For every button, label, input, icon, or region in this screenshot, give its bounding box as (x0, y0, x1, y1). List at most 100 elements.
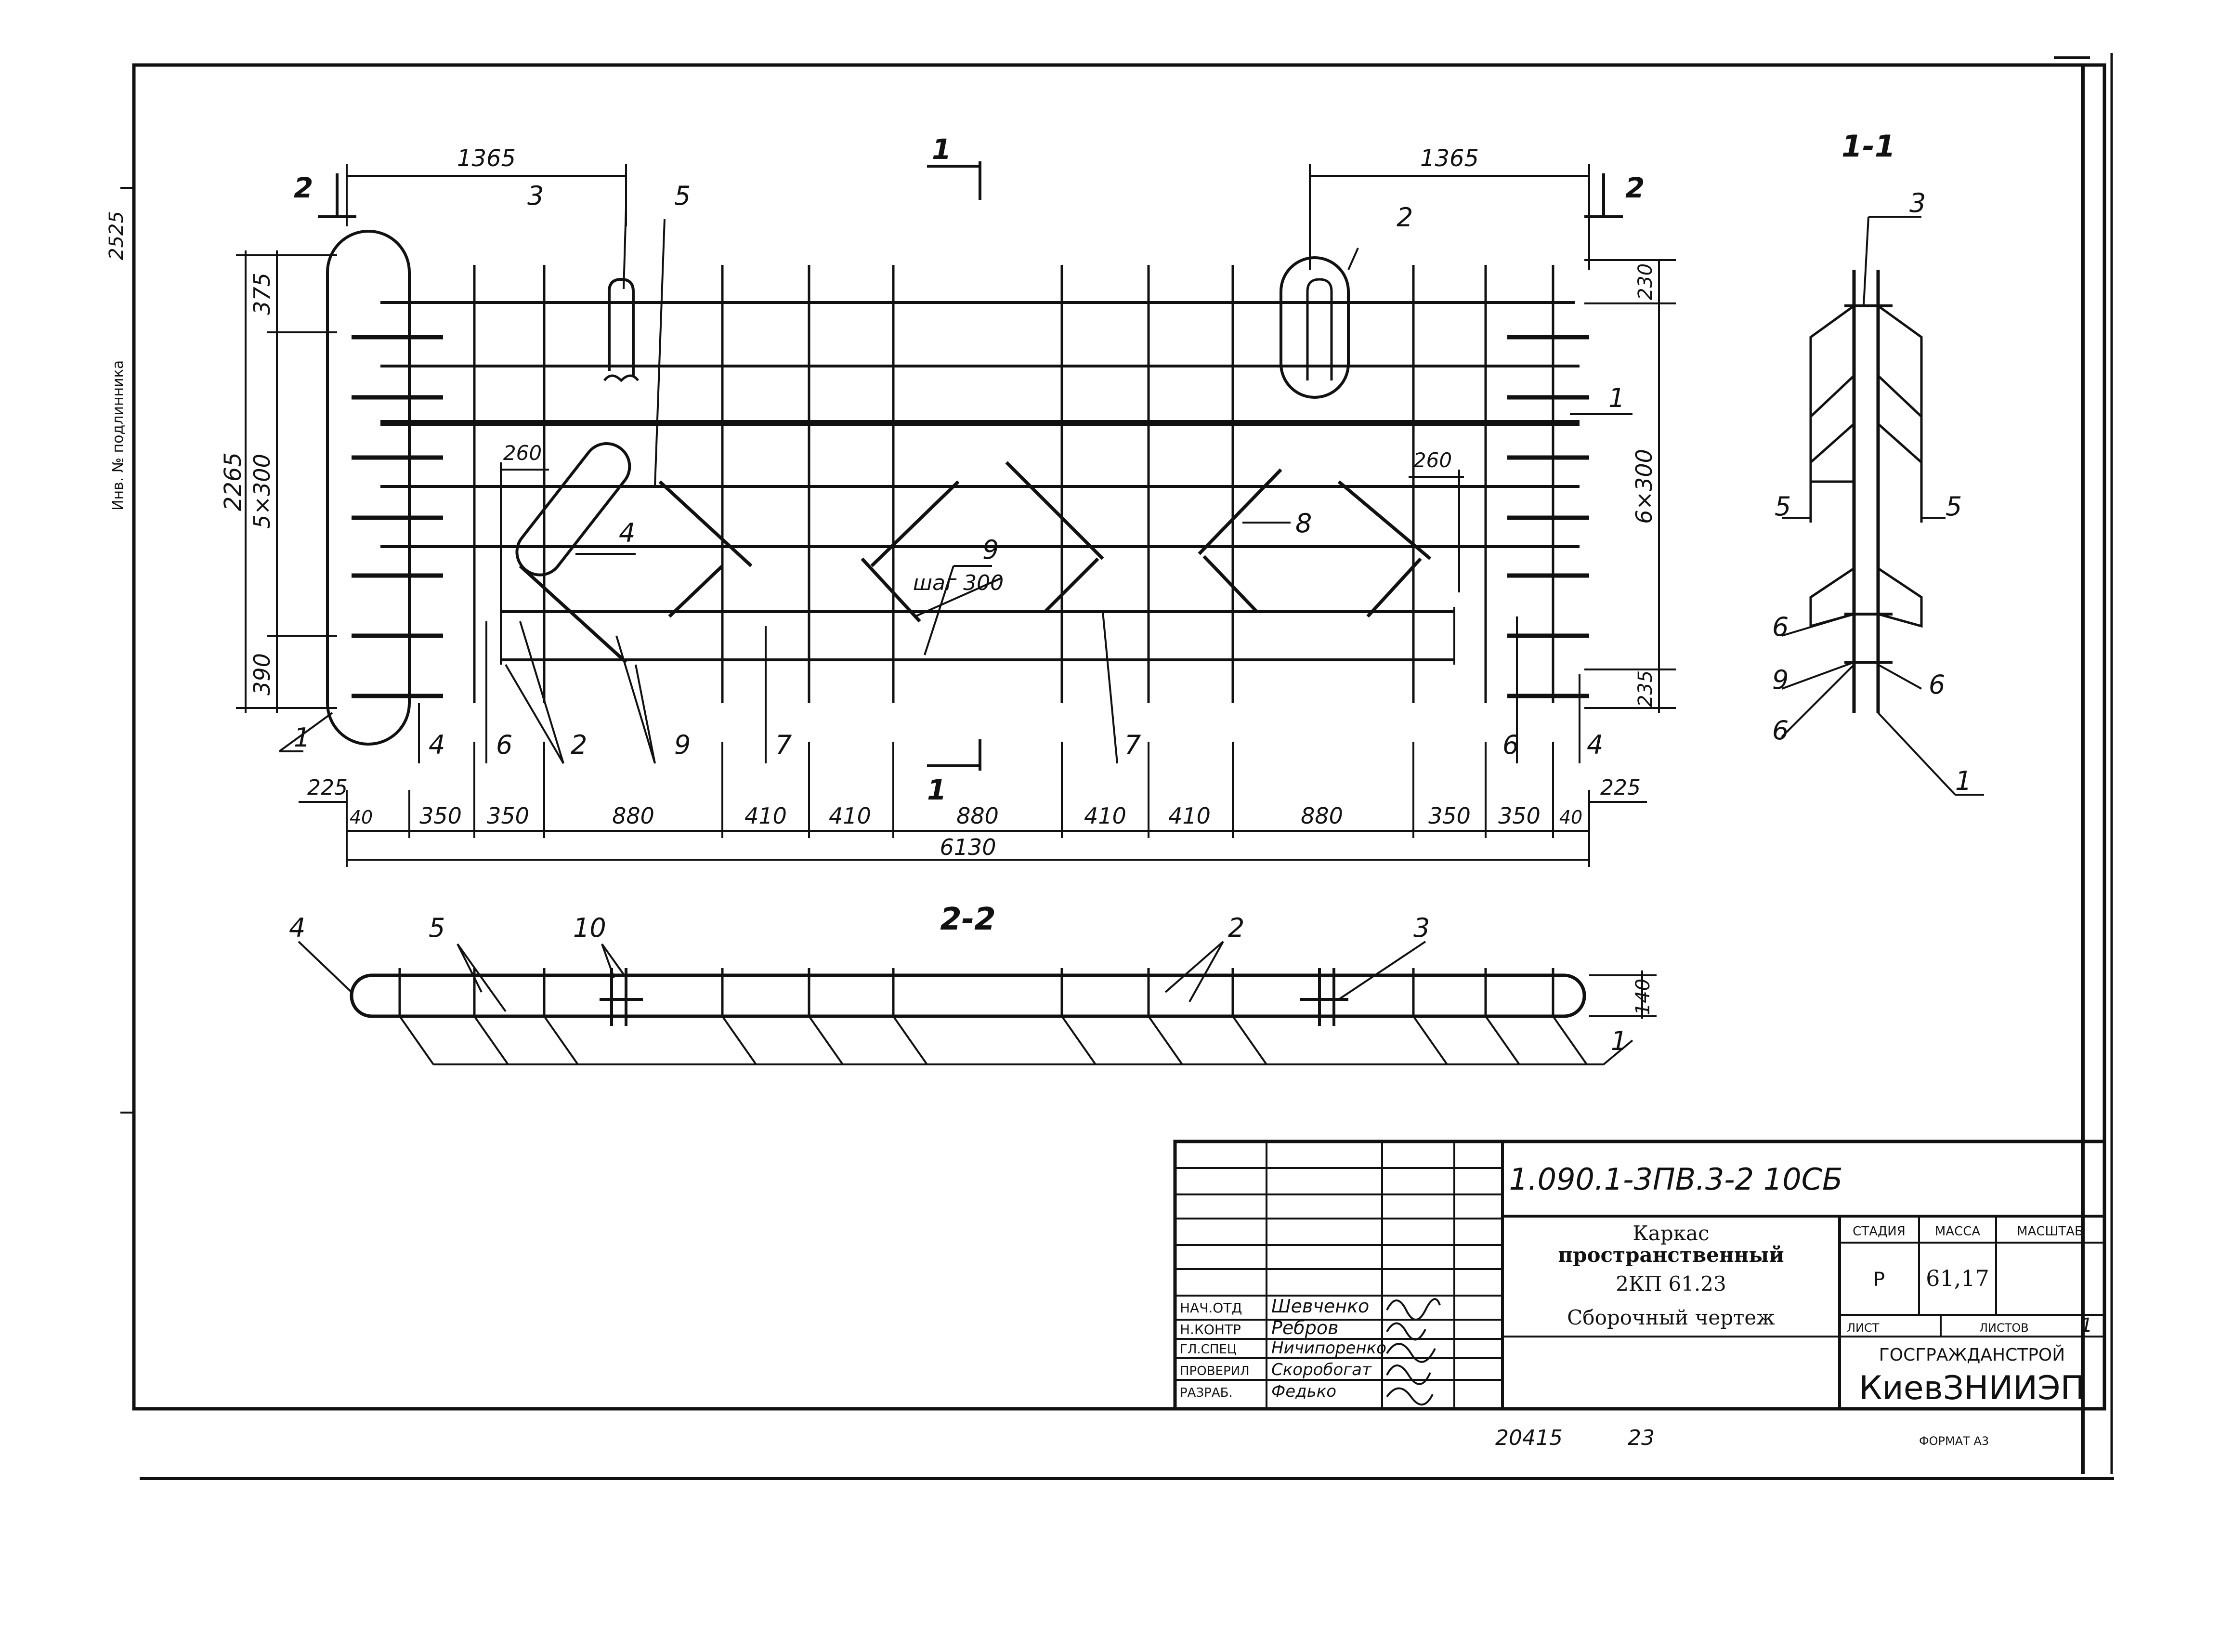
section-2-2-title: 2-2 (940, 902, 996, 937)
dim-225-left: 225 (307, 775, 348, 800)
section-2-left-label: 2 (294, 171, 313, 204)
s22-label-2: 2 (1228, 913, 1244, 943)
margin-number: 2525 (105, 211, 128, 260)
section-2-2-outline (350, 973, 1586, 1018)
title-block (1173, 1140, 2106, 1411)
s22-label-10: 10 (573, 913, 606, 943)
stage-header: СТАДИЯ (1853, 1224, 1906, 1239)
dim-bottom-9: 880 (1301, 803, 1343, 829)
dim-6x300: 6×300 (1631, 449, 1657, 524)
mass-header: МАССА (1935, 1224, 1981, 1239)
s11-label-5-right: 5 (1946, 491, 1962, 522)
end-bars (352, 335, 1589, 698)
org-name-2: КиевЗНИИЭП (1859, 1369, 2085, 1407)
plan-dimensions (236, 164, 1676, 867)
dim-140: 140 (1632, 979, 1654, 1015)
s22-label-4: 4 (289, 913, 305, 943)
sheet-label: ЛИСТ (1847, 1321, 1880, 1335)
dim-1365-right: 1365 (1420, 145, 1479, 172)
role-4-name: Скоробогат (1271, 1360, 1372, 1379)
loop-pos3 (608, 277, 635, 376)
dim-225-right: 225 (1600, 775, 1641, 800)
sheets-value: 1 (2080, 1314, 2092, 1337)
pos-label-3: 3 (527, 181, 544, 211)
stage-value: Р (1873, 1269, 1885, 1291)
document-code: 1.090.1-3ПВ.3-2 10СБ (1509, 1162, 1842, 1197)
section-1-1 (1781, 216, 1984, 796)
dim-bottom-5: 410 (829, 803, 871, 829)
mass-value: 61,17 (1926, 1265, 1989, 1291)
dim-260-right: 260 (1413, 448, 1452, 472)
plan-leaders (278, 207, 1632, 764)
pos-label-5: 5 (674, 181, 691, 211)
dim-235: 235 (1634, 670, 1657, 707)
dim-6130: 6130 (940, 834, 996, 860)
dim-260-left: 260 (503, 441, 542, 465)
sheet-frame (120, 53, 2114, 1480)
plan-position-labels: 1 1 2 2 3 4 4 4 5 6 6 7 7 8 9 9 1 1 2 2 (294, 133, 1645, 806)
page-number: 23 (1628, 1426, 1655, 1450)
s11-label-6-right: 6 (1929, 669, 1945, 700)
pos-label-2-top: 2 (1397, 202, 1413, 233)
dim-bottom-0: 40 (350, 807, 373, 828)
pos-label-4: 4 (619, 518, 635, 548)
plan-view (318, 161, 1623, 771)
signature-1 (1386, 1298, 1441, 1321)
section-mark-1 (927, 161, 981, 771)
dim-bottom-8: 410 (1168, 803, 1211, 829)
dim-bottom-3: 880 (612, 803, 654, 829)
pos-label-9-bottom: 9 (674, 730, 691, 760)
title-line-4: Сборочный чертеж (1567, 1306, 1775, 1329)
title-line-1: Каркас (1632, 1221, 1709, 1245)
pos-label-6: 6 (496, 730, 512, 760)
s11-label-5-left: 5 (1775, 491, 1791, 522)
s11-label-6-bottom: 6 (1772, 715, 1789, 746)
signature-3 (1386, 1343, 1436, 1363)
signature-2 (1386, 1322, 1426, 1341)
pos-label-4-bottom: 4 (429, 730, 445, 760)
role-3-name: Ничипоренко (1271, 1338, 1386, 1358)
role-3: ГЛ.СПЕЦ (1180, 1342, 1237, 1357)
signature-5 (1386, 1387, 1434, 1406)
pos-label-8: 8 (1295, 508, 1312, 538)
title-block-text: 1.090.1-3ПВ.3-2 10СБ Каркас пространстве… (1180, 1162, 2092, 1407)
pos-label-7-right: 7 (1124, 730, 1141, 760)
dim-390: 390 (249, 653, 275, 695)
dim-bottom-11: 350 (1498, 803, 1541, 829)
role-1-name: Шевченко (1271, 1296, 1369, 1317)
format-label: ФОРМАТ А3 (1919, 1434, 1989, 1448)
pos-label-6-right: 6 (1502, 730, 1519, 760)
inventory-number: 20415 (1495, 1426, 1563, 1450)
loop-pos4 (515, 442, 631, 577)
section-1-top-label: 1 (932, 133, 951, 166)
s11-label-6-left: 6 (1772, 612, 1789, 642)
section-mark-2 (318, 173, 1623, 218)
dim-bottom-10: 350 (1428, 803, 1471, 829)
section-1-bottom-label: 1 (927, 774, 946, 806)
s11-label-1: 1 (1955, 766, 1972, 796)
s22-label-1: 1 (1611, 1026, 1627, 1056)
roles-table: НАЧ.ОТД Шевченко Н.КОНТР Ребров ГЛ.СПЕЦ … (1180, 1296, 1386, 1401)
sheets-label: ЛИСТОВ (1979, 1321, 2029, 1335)
s22-label-3: 3 (1413, 913, 1430, 943)
dim-bottom-1: 350 (419, 803, 462, 829)
org-name-1: ГОСГРАЖДАНСТРОЙ (1879, 1345, 2065, 1365)
dim-bottom-2: 350 (487, 803, 529, 829)
role-2: Н.КОНТР (1180, 1322, 1241, 1337)
title-line-2: пространственный (1558, 1243, 1784, 1267)
dim-375: 375 (249, 273, 275, 315)
scale-header: МАСШТАБ (2017, 1224, 2083, 1239)
dim-bottom-4: 410 (744, 803, 787, 829)
role-2-name: Ребров (1271, 1317, 1339, 1338)
transverse-bars (473, 265, 1554, 703)
margin-note-text: Инв. № подлинника (110, 360, 127, 511)
role-5: РАЗРАБ. (1180, 1386, 1233, 1400)
signature-4 (1386, 1364, 1431, 1385)
role-5-name: Федько (1271, 1382, 1336, 1401)
section-1-1-text: 1-1 3 5 5 6 9 6 6 1 (1772, 129, 1972, 796)
section-2-2 (298, 941, 1657, 1065)
pos-label-1-right: 1 (1608, 383, 1625, 413)
section-1-1-title: 1-1 (1841, 129, 1895, 164)
s11-label-9: 9 (1772, 665, 1789, 695)
